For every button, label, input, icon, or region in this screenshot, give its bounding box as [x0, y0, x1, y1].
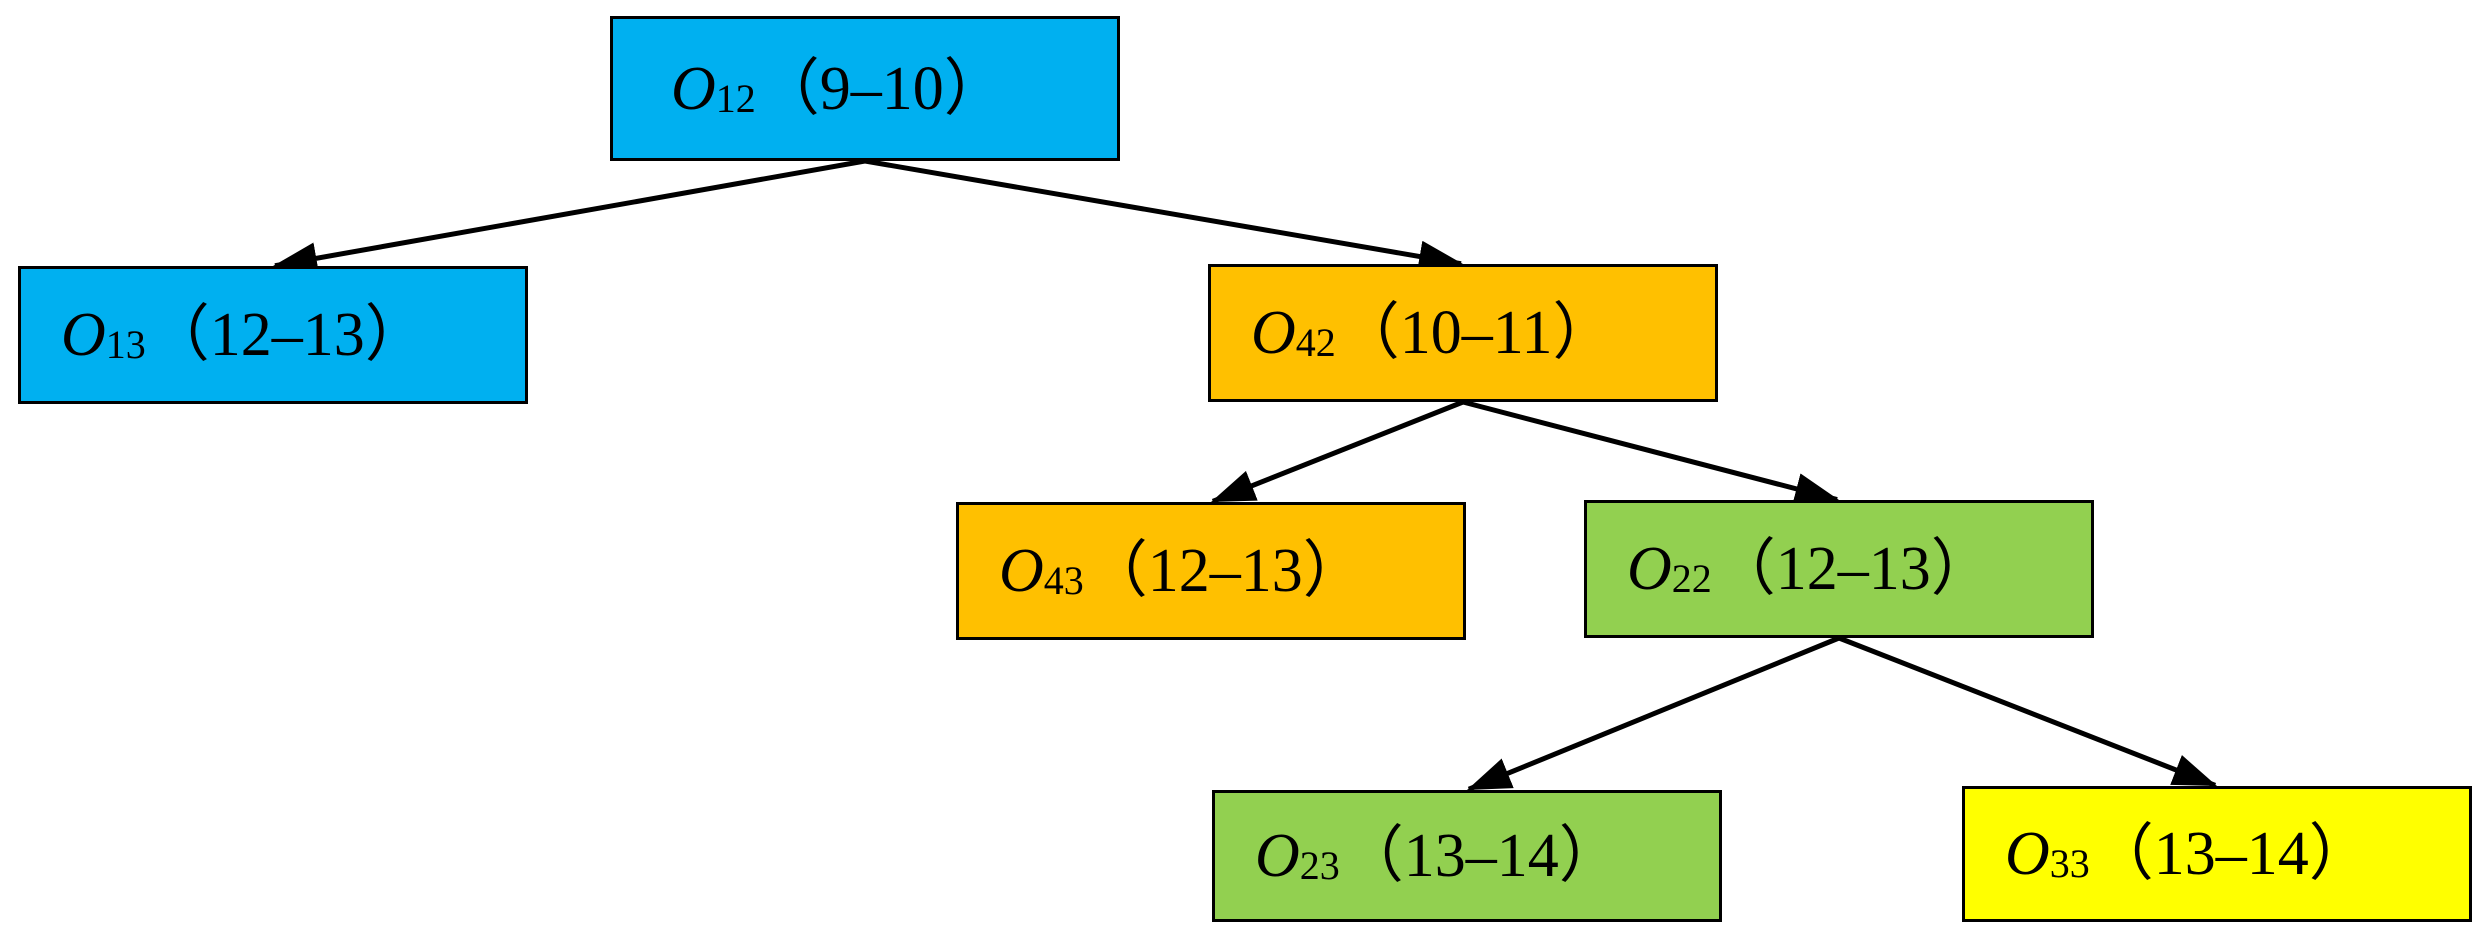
node-operation: O [1627, 535, 1672, 603]
edge-o12-to-o42 [864, 158, 1464, 273]
node-subscript: 12 [715, 75, 756, 121]
node-time-range: （13–14） [2091, 820, 2371, 888]
node-operation: O [2005, 820, 2050, 888]
node-subscript: 23 [1299, 843, 1340, 888]
node-subscript: 33 [2049, 841, 2090, 886]
node-time-range: （12–13） [1085, 537, 1365, 605]
node-time-range: （10–11） [1337, 299, 1615, 367]
node-subscript: 13 [105, 322, 146, 367]
node-time-range: （13–14） [1341, 822, 1621, 890]
node-time-range: （9–10） [757, 54, 1006, 123]
node-operation: O [671, 54, 716, 123]
node-operation: O [1255, 822, 1300, 890]
node-subscript: 43 [1043, 558, 1084, 603]
node-time-range: （12–13） [147, 301, 427, 369]
edge-o42-to-o43 [1211, 399, 1464, 504]
node-operation: O [61, 301, 106, 369]
edge-o22-to-o33 [1838, 635, 2218, 788]
node-time-range: （12–13） [1713, 535, 1993, 603]
edge-o22-to-o23 [1467, 635, 1840, 792]
node-subscript: 42 [1295, 320, 1336, 365]
node-operation: O [999, 537, 1044, 605]
node-operation: O [1251, 299, 1296, 367]
node-subscript: 22 [1671, 556, 1712, 601]
edge-o42-to-o22 [1462, 399, 1840, 505]
edge-o12-to-o13 [273, 158, 866, 275]
